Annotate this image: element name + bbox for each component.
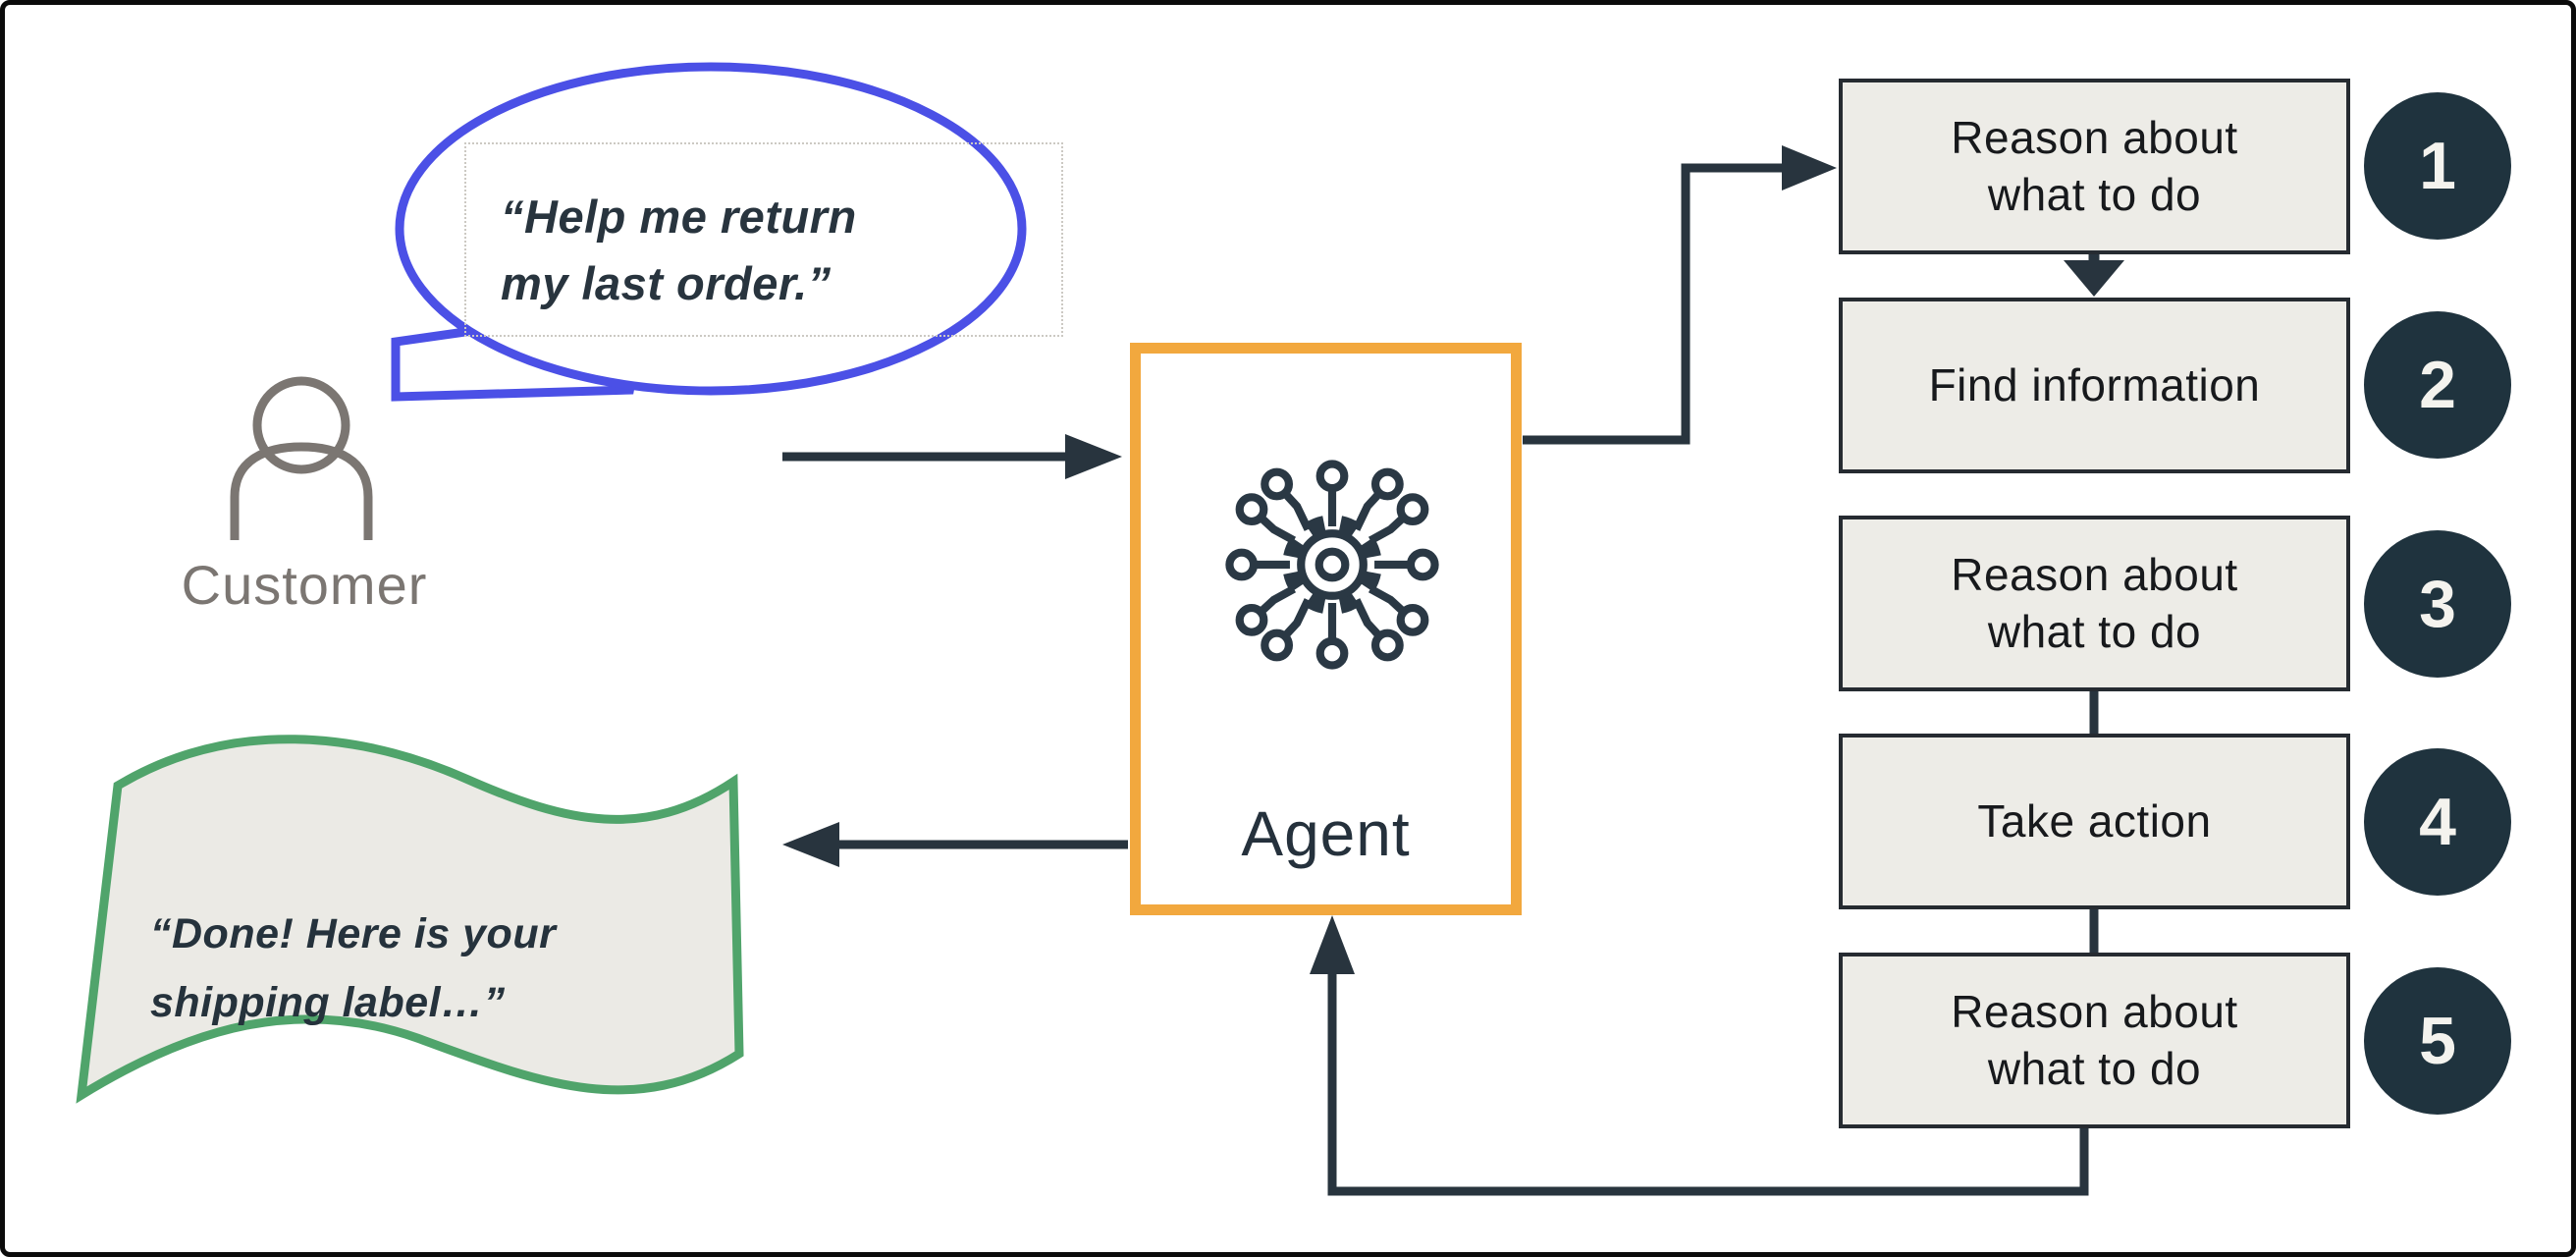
arrow-step5-return-to-agent [1310,915,2089,1196]
diagram-shapes-layer [76,62,2124,1196]
step-number-badge-1: 1 [2364,92,2511,240]
result-banner-line1: “Done! Here is your [150,910,557,957]
step-label-2: Find information [1928,358,2261,410]
arrow-step1-to-step2 [2064,253,2124,297]
bubble-text-selection-box [464,142,1063,337]
agent-label: Agent [1241,798,1411,869]
gear-network-icon [1225,460,1439,670]
arrow-agent-to-step1 [1523,145,1837,445]
step-number-badge-3: 3 [2364,530,2511,678]
step-number-badge-5: 5 [2364,967,2511,1115]
arrow-customer-to-agent [782,434,1122,479]
step-label-5: Reason about what to do [1951,985,2238,1094]
result-banner-shape [76,735,744,1104]
person-icon [230,376,373,540]
step-number-badge-2: 2 [2364,311,2511,459]
step-label-4: Take action [1977,794,2212,847]
result-banner-line2: shipping label…” [150,978,506,1026]
step-box-5: Reason about what to do [1839,953,2350,1128]
step-number-badge-4: 4 [2364,748,2511,896]
step-label-3: Reason about what to do [1951,548,2238,657]
result-banner-text: “Done! Here is your shipping label…” [150,901,739,1037]
agent-box: Agent [1130,343,1522,915]
step-box-2: Find information [1839,298,2350,473]
step-box-1: Reason about what to do [1839,79,2350,254]
step-box-4: Take action [1839,734,2350,909]
step-box-3: Reason about what to do [1839,516,2350,691]
step-label-1: Reason about what to do [1951,111,2238,220]
speech-bubble-text: “Help me return my last order.” [501,184,1070,317]
speech-bubble-line1: “Help me return [501,191,857,243]
speech-bubble-line2: my last order.” [501,257,832,310]
arrow-agent-to-result [782,822,1128,867]
customer-label: Customer [181,554,428,616]
speech-bubble-shape [391,62,1027,402]
